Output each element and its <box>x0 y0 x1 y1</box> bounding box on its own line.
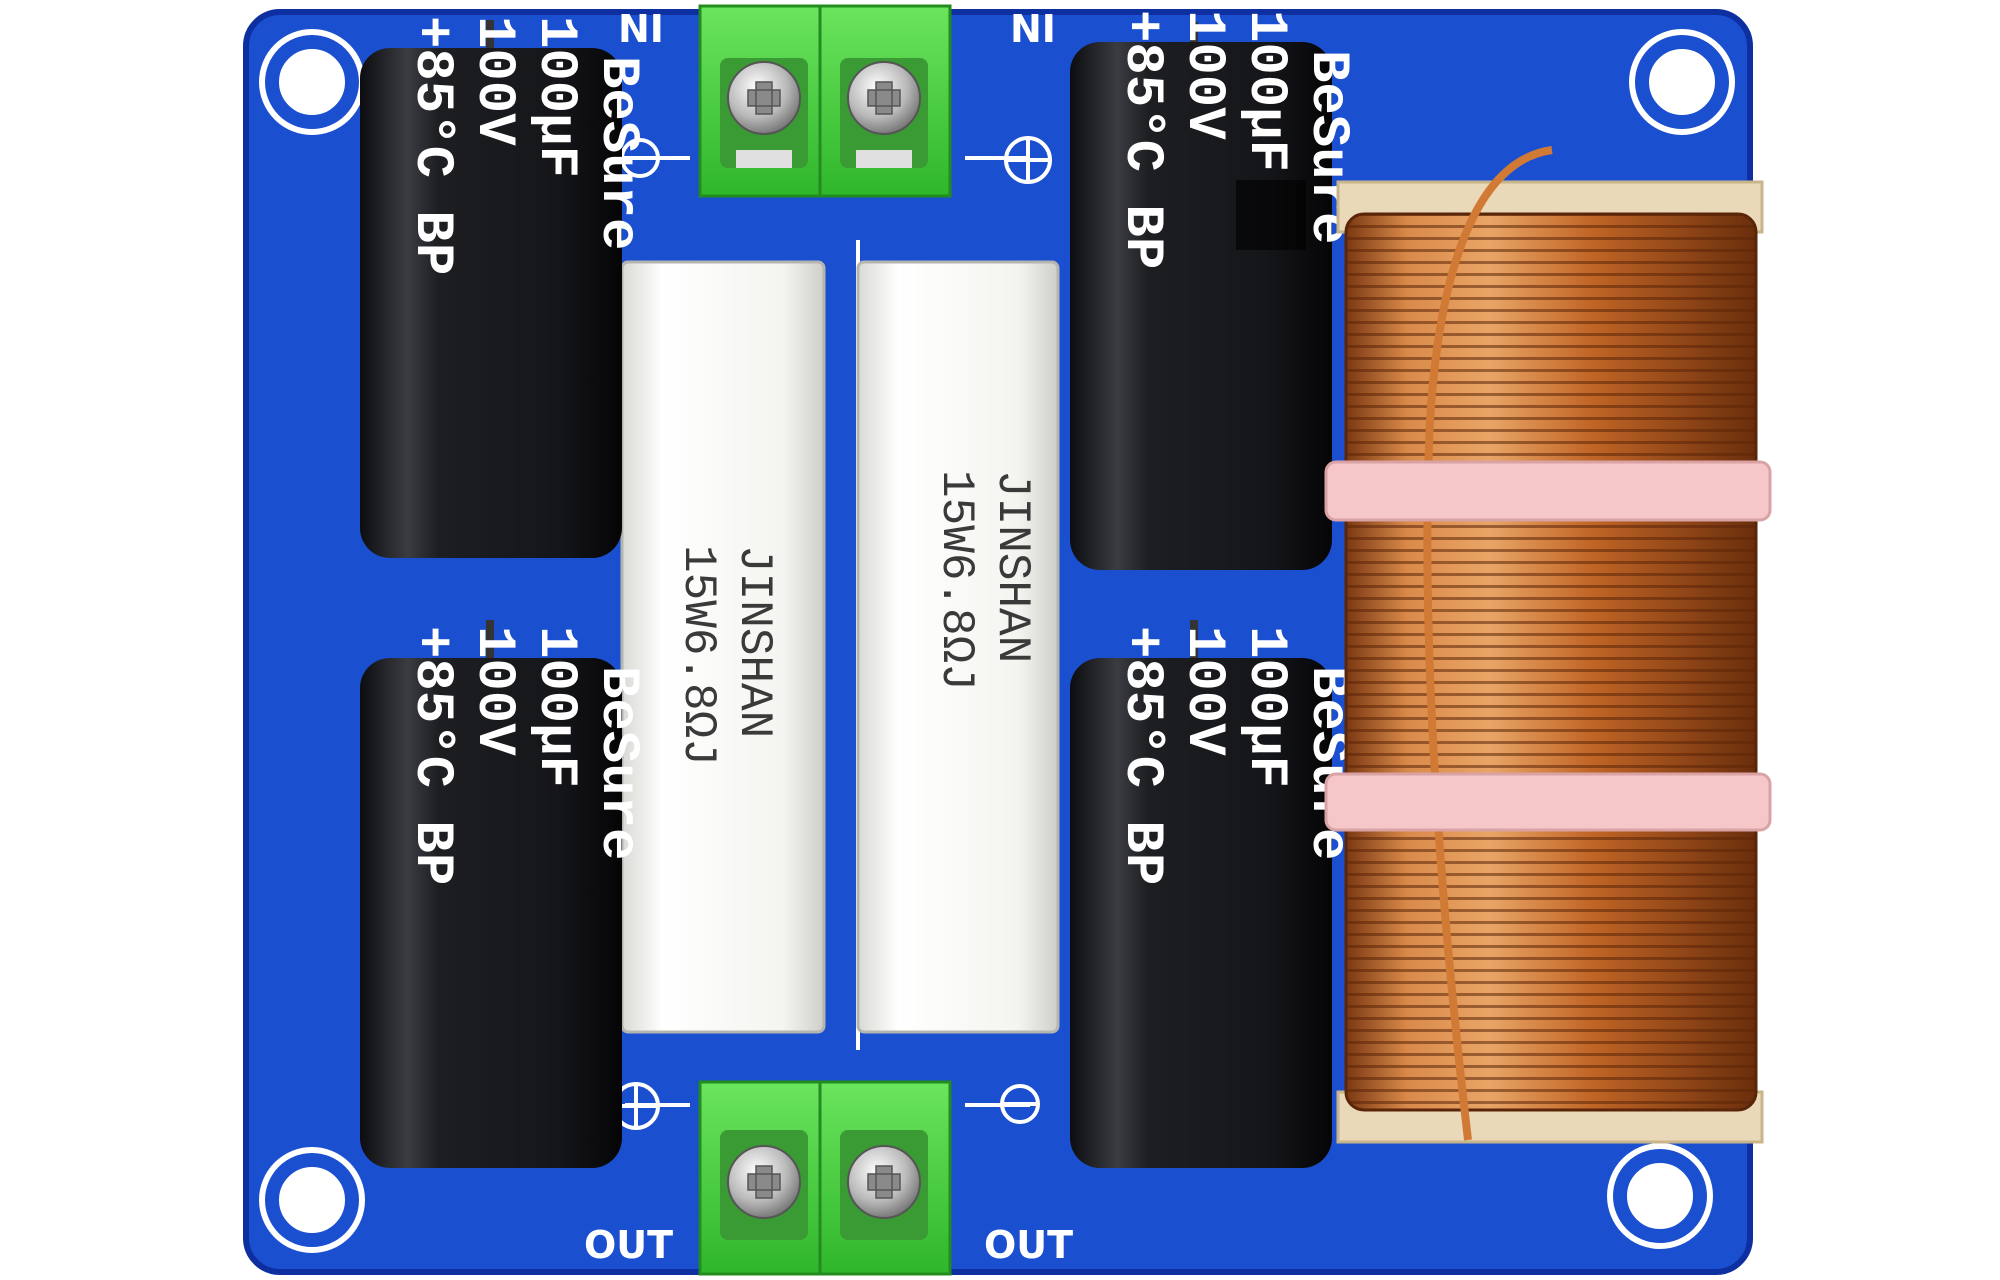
capacitor-top-left: BeSure 100μF 100V +85°C BP <box>360 16 648 558</box>
capacitor-value-text: 100μF <box>525 626 586 788</box>
svg-text:BeSure 100μF 100V: BeSure 100μF 100V +85°C BP <box>401 16 648 283</box>
mounting-hole-top-right <box>1629 29 1735 135</box>
capacitor-top-right: BeSure 100μF 100V +85°C BP <box>1070 10 1358 570</box>
minus-symbol-bottom-right <box>1000 1084 1040 1124</box>
input-label-left: NI <box>618 7 664 51</box>
resistor-maker-text: JINSHAN <box>728 545 780 738</box>
input-label-right: NI <box>1010 7 1056 51</box>
svg-text:JINSHAN 15W6.8ΩJ: JINSHAN 15W6.8ΩJ <box>930 470 1038 691</box>
cable-tie-upper <box>1324 460 1772 522</box>
output-label-right: OUT <box>984 1223 1073 1267</box>
screw-icon[interactable] <box>727 61 801 135</box>
capacitor-value-text: 100μF <box>1235 10 1296 172</box>
screw-icon[interactable] <box>727 1145 801 1219</box>
output-label-left: OUT <box>584 1223 673 1267</box>
capacitor-bottom-right: BeSure 100μF 100V +85°C BP <box>1070 620 1358 1168</box>
capacitor-voltage-text: 100V <box>463 16 524 146</box>
input-terminal-block[interactable] <box>698 4 952 198</box>
svg-text:JINSHAN 15W6.8ΩJ: JINSHAN 15W6.8ΩJ <box>672 545 780 766</box>
mounting-hole-top-left <box>259 29 365 135</box>
resistor-rating-text: 15W6.8ΩJ <box>930 470 982 691</box>
capacitor-voltage-text: 100V <box>1173 626 1234 756</box>
capacitor-bottom-left: BeSure 100μF 100V +85°C BP <box>360 620 648 1168</box>
capacitor-temp-text: +85°C BP <box>1111 626 1172 885</box>
inductor-coil <box>1324 146 1772 1144</box>
capacitor-value-text: 100μF <box>525 16 586 178</box>
mounting-hole-bottom-right <box>1607 1143 1713 1249</box>
cable-tie-lower <box>1324 772 1772 832</box>
mounting-holes <box>259 29 1735 1253</box>
screw-icon[interactable] <box>847 61 921 135</box>
resistor-maker-text: JINSHAN <box>986 470 1038 663</box>
resistor-rating-text: 15W6.8ΩJ <box>672 545 724 766</box>
capacitor-temp-text: +85°C BP <box>401 626 462 885</box>
capacitor-voltage-text: 100V <box>463 626 524 756</box>
capacitor-voltage-text: 100V <box>1173 10 1234 140</box>
capacitor-brand-text: BeSure <box>587 666 648 860</box>
mounting-hole-bottom-left <box>259 1147 365 1253</box>
capacitor-temp-text: +85°C BP <box>401 16 462 275</box>
plus-symbol-top-right <box>1004 136 1052 184</box>
resistor-left: JINSHAN 15W6.8ΩJ <box>620 260 826 1034</box>
capacitor-brand-text: BeSure <box>587 56 648 250</box>
output-terminal-block[interactable] <box>698 1080 952 1276</box>
capacitor-value-text: 100μF <box>1235 626 1296 788</box>
svg-text:BeSure 100μF 100V: BeSure 100μF 100V +85°C BP <box>401 626 648 893</box>
screw-icon[interactable] <box>847 1145 921 1219</box>
svg-text:BeSure 100μF 100V: BeSure 100μF 100V +85°C BP <box>1111 10 1358 277</box>
capacitor-temp-text: +85°C BP <box>1111 10 1172 269</box>
resistor-right: JINSHAN 15W6.8ΩJ <box>856 260 1060 1034</box>
